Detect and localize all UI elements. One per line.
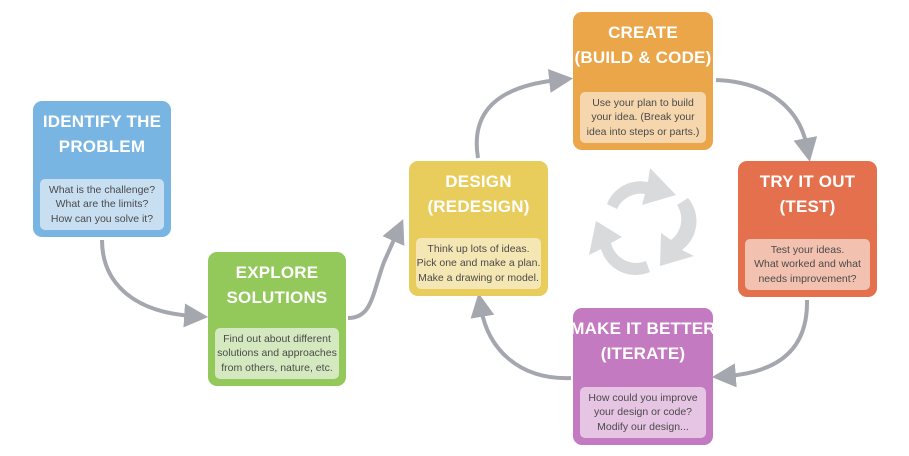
step-better-desc-line: your design or code?: [593, 406, 693, 418]
step-create-box: CREATE (BUILD & CODE) Use your plan to b…: [573, 12, 713, 150]
step-try-title: TRY IT OUT (TEST): [760, 169, 856, 219]
step-design-title-line: DESIGN: [445, 172, 512, 191]
arrow-try-to-better: [711, 299, 810, 388]
step-try-title-line: TRY IT OUT: [759, 172, 856, 191]
step-design-desc-line: Make a drawing or model.: [418, 271, 539, 284]
step-identify-title-line: IDENTIFY THE: [42, 112, 162, 131]
step-identify-title-line: PROBLEM: [58, 137, 146, 156]
step-better-title-line: (ITERATE): [600, 344, 686, 363]
step-explore-desc-line: solutions and approaches: [217, 347, 337, 359]
step-try-box: TRY IT OUT (TEST) Test your ideas. What …: [738, 161, 877, 297]
step-explore-title-line: EXPLORE: [235, 263, 319, 282]
step-identify-desc-line: What is the challenge?: [48, 183, 156, 196]
step-create-desc-line: idea into steps or parts.): [586, 125, 700, 138]
arrow-explore-to-design: [347, 219, 405, 320]
step-create-desc-line: your idea. (Break your: [591, 111, 695, 123]
arrow-create-to-try: [715, 78, 818, 162]
step-identify-description: What is the challenge? What are the limi…: [40, 178, 164, 230]
step-identify-box: IDENTIFY THE PROBLEM What is the challen…: [33, 101, 171, 237]
step-create-title-line: (BUILD & CODE): [574, 48, 712, 67]
step-better-title: MAKE IT BETTER (ITERATE): [570, 316, 715, 366]
arrow-design-to-create: [474, 68, 574, 159]
step-explore-desc-line: Find out about different: [223, 332, 331, 345]
step-try-desc-line: needs improvement?: [758, 272, 857, 285]
step-design-box: DESIGN (REDESIGN) Think up lots of ideas…: [409, 161, 548, 296]
step-explore-desc-line: from others, nature, etc.: [221, 361, 333, 374]
step-design-desc-line: Think up lots of ideas.: [427, 242, 530, 255]
refresh-cycle-icon: [589, 168, 697, 276]
step-better-box: MAKE IT BETTER (ITERATE) How could you i…: [570, 308, 716, 445]
step-design-description: Think up lots of ideas. Pick one and mak…: [416, 237, 541, 289]
step-explore-description: Find out about different solutions and a…: [215, 327, 339, 379]
step-design-title: DESIGN (REDESIGN): [427, 169, 529, 219]
step-create-title-line: CREATE: [608, 23, 678, 42]
step-design-title-line: (REDESIGN): [427, 197, 530, 216]
step-identify-title: IDENTIFY THE PROBLEM: [43, 109, 161, 159]
step-better-desc-line: Modify our design...: [597, 420, 689, 433]
arrow-identify-to-explore: [100, 239, 209, 328]
arrow-better-to-design: [470, 293, 572, 381]
step-identify-desc-line: What are the limits?: [55, 198, 149, 210]
step-create-title: CREATE (BUILD & CODE): [575, 20, 712, 70]
step-better-desc-line: How could you improve: [588, 391, 698, 404]
step-identify-desc-line: How can you solve it?: [50, 212, 154, 225]
step-try-title-line: (TEST): [779, 197, 836, 216]
step-explore-title-line: SOLUTIONS: [226, 288, 328, 307]
step-better-title-line: MAKE IT BETTER: [570, 319, 716, 338]
step-design-desc-line: Pick one and make a plan.: [416, 257, 541, 269]
step-explore-title: EXPLORE SOLUTIONS: [227, 260, 328, 310]
step-try-description: Test your ideas. What worked and what ne…: [745, 238, 870, 290]
step-better-description: How could you improve your design or cod…: [580, 386, 706, 438]
step-try-desc-line: Test your ideas.: [770, 243, 845, 256]
step-try-desc-line: What worked and what: [754, 258, 861, 270]
step-create-desc-line: Use your plan to build: [592, 96, 694, 109]
step-create-description: Use your plan to build your idea. (Break…: [580, 91, 706, 143]
step-explore-box: EXPLORE SOLUTIONS Find out about differe…: [208, 252, 346, 386]
